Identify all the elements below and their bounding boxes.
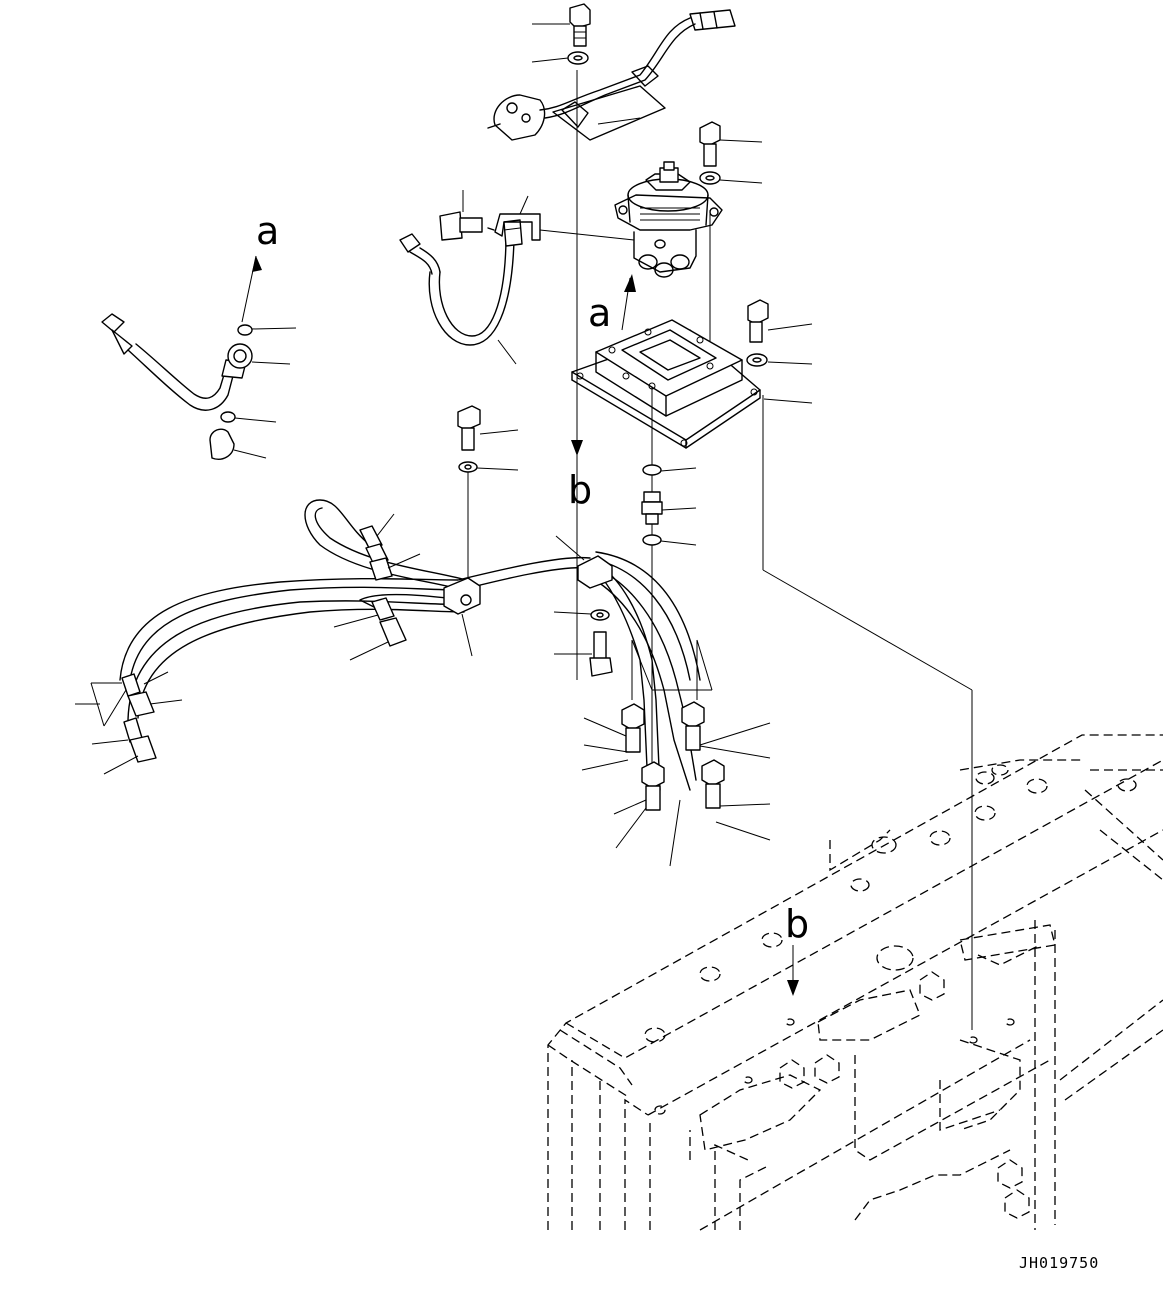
plate-bolt [746, 299, 813, 367]
adapter-fitting [641, 464, 697, 546]
valve-mount-bolt [699, 121, 763, 185]
alignment-lines [90, 70, 973, 1030]
hose-end-fittings-center [581, 701, 771, 841]
ppc-valve [614, 161, 723, 278]
pressure-switch-harness [487, 9, 736, 141]
reference-letter-a-left: a [256, 209, 279, 253]
elbow-hose [399, 219, 523, 365]
machine-frame [547, 734, 1163, 1231]
reference-letter-b-top: b [568, 468, 592, 512]
clamp-bolt-left [457, 405, 519, 473]
hose-bundle [119, 499, 701, 867]
reference-letter-b-frame: b [785, 902, 809, 946]
reference-arrows [571, 274, 799, 996]
mounting-plate [571, 319, 813, 449]
hose-end-fittings-left [75, 513, 421, 775]
top-bolt [531, 3, 641, 125]
drawing-id: JH019750 [1019, 1254, 1099, 1272]
clamp-bolt-right [553, 609, 613, 677]
left-hose [101, 255, 297, 460]
reference-letter-a-valve: a [588, 291, 611, 335]
hose-clip-bracket [439, 190, 541, 241]
